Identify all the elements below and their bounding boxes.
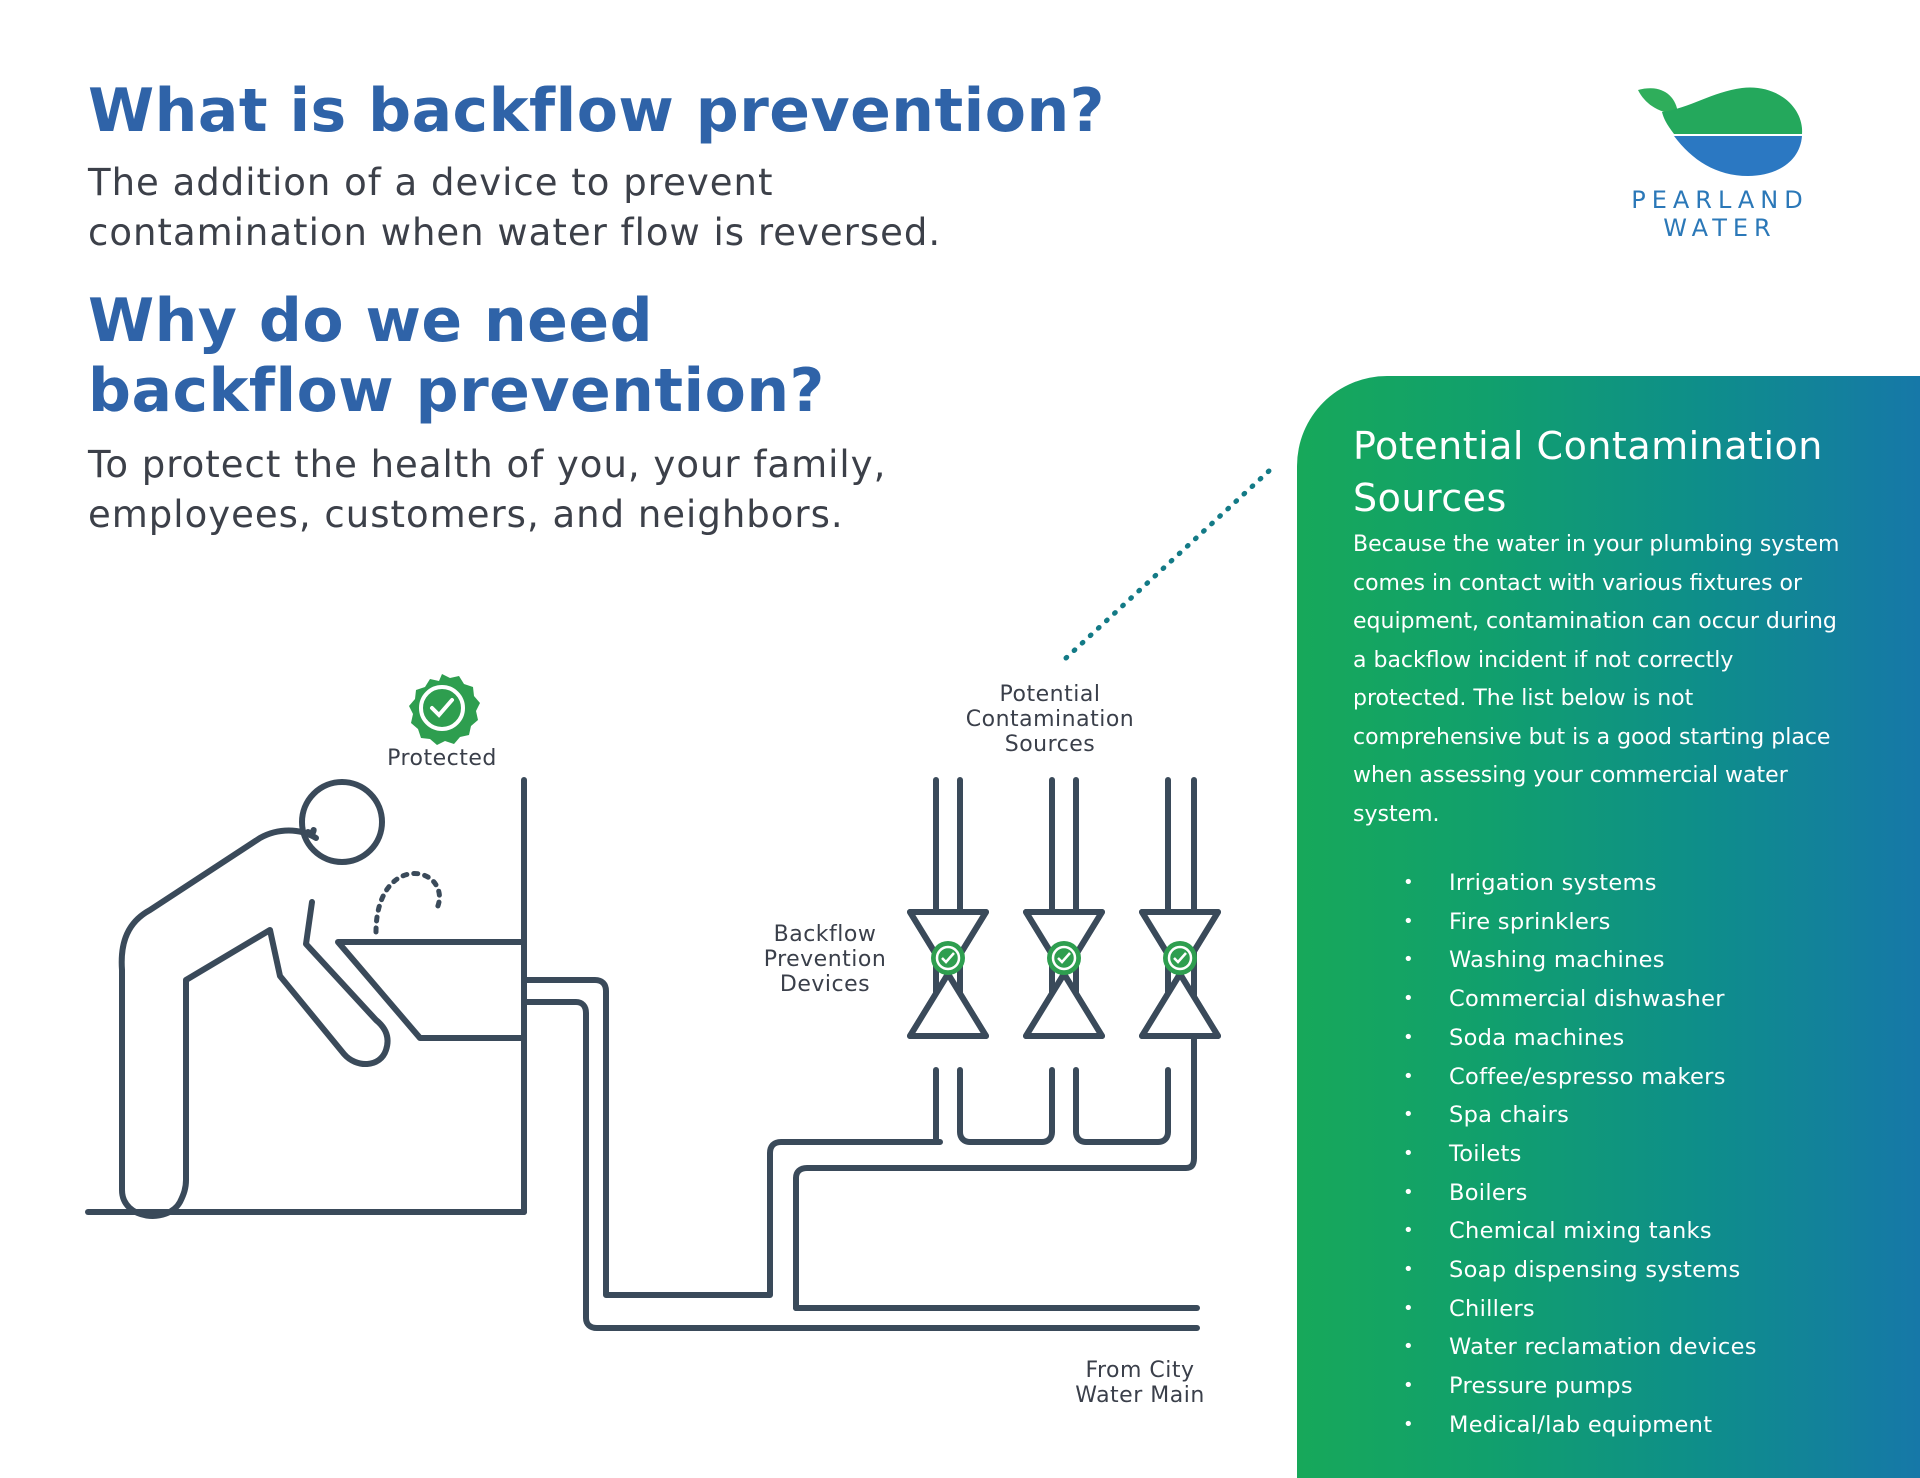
water-main-label-line-1: From City	[1085, 1358, 1195, 1383]
page-title: What is backflow prevention?	[88, 76, 1105, 146]
list-item-text: Irrigation systems	[1449, 870, 1657, 896]
water-main-label-line-2: Water Main	[1075, 1383, 1205, 1408]
bullet-icon: •	[1403, 1142, 1414, 1164]
sources-label-line-3: Sources	[1004, 732, 1096, 757]
pipe-outer	[521, 977, 943, 1298]
bullet-icon: •	[1403, 1336, 1414, 1358]
list-item: • Commercial dishwasher	[1353, 980, 1757, 1019]
list-item-text: Soap dispensing systems	[1449, 1257, 1741, 1284]
list-item-text: Fire sprinklers	[1449, 908, 1611, 935]
list-item: • Chillers	[1353, 1290, 1757, 1329]
list-item-text: Chillers	[1449, 1295, 1535, 1322]
section-title: Why do we need backflow prevention?	[88, 286, 825, 426]
person-head	[299, 779, 385, 865]
pearland-water-logo-icon	[1638, 87, 1803, 176]
callout-dotted-line	[1063, 467, 1273, 661]
list-item: • Washing machines	[1353, 941, 1757, 980]
bullet-icon: •	[1403, 1297, 1414, 1319]
devices-label-line-3: Devices	[779, 972, 871, 997]
list-item: • Spa chairs	[1353, 1096, 1757, 1135]
protected-label: Protected	[387, 746, 497, 771]
list-item-text: Soda machines	[1449, 1024, 1625, 1051]
devices-label: Backflow Prevention Devices	[740, 922, 910, 997]
bullet-icon: •	[1403, 1065, 1414, 1087]
list-item: • Coffee/espresso makers	[1353, 1058, 1757, 1097]
list-item-text: Pressure pumps	[1449, 1373, 1633, 1400]
list-item: • Chemical mixing tanks	[1353, 1212, 1757, 1251]
sources-label-line-1: Potential	[999, 682, 1101, 707]
list-item: • Water reclamation devices	[1353, 1328, 1757, 1367]
plumbing-illustration	[85, 467, 1273, 1331]
backflow-diagram: Protected Potential Contamination Source…	[80, 450, 1300, 1450]
logo-line-1: PEARLAND	[1631, 186, 1809, 214]
list-item-text: Boilers	[1449, 1179, 1528, 1206]
list-item: • Soap dispensing systems	[1353, 1251, 1757, 1290]
valve-check-icons	[931, 941, 1197, 975]
list-item-text: Medical/lab equipment	[1449, 1411, 1713, 1438]
devices-label-line-2: Prevention	[763, 947, 887, 972]
bullet-icon: •	[1403, 1220, 1414, 1242]
list-item: • Medical/lab equipment	[1353, 1406, 1757, 1445]
contamination-sources-panel: Potential Contamination Sources Because …	[1297, 376, 1920, 1478]
bullet-icon: •	[1403, 1026, 1414, 1048]
devices-label-line-1: Backflow	[773, 922, 877, 947]
list-item: • Pressure pumps	[1353, 1367, 1757, 1406]
bullet-icon: •	[1403, 1413, 1414, 1435]
bullet-icon: •	[1403, 1375, 1414, 1397]
protected-check-icon	[409, 674, 480, 745]
list-item: • Toilets	[1353, 1135, 1757, 1174]
reason-text: To protect the health of you, your famil…	[88, 443, 887, 536]
list-item: • Irrigation systems	[1353, 864, 1757, 903]
logo-line-2: WATER	[1663, 214, 1777, 242]
list-item-text: Commercial dishwasher	[1449, 986, 1725, 1013]
list-item-text: Washing machines	[1449, 947, 1665, 974]
bullet-icon: •	[1403, 988, 1414, 1010]
list-item-text: Water reclamation devices	[1449, 1334, 1757, 1361]
definition-text: The addition of a device to prevent cont…	[88, 161, 942, 254]
bullet-icon: •	[1403, 1104, 1414, 1126]
sources-label-line-2: Contamination	[965, 707, 1135, 732]
list-item-text: Coffee/espresso makers	[1449, 1063, 1726, 1090]
pipe-right-branch	[793, 777, 1197, 1311]
bullet-icon: •	[1403, 949, 1414, 971]
pipe-outer-2	[521, 999, 1200, 1331]
list-item: • Fire sprinklers	[1353, 903, 1757, 942]
list-item-text: Spa chairs	[1449, 1102, 1570, 1129]
sources-list: • Irrigation systems • Fire sprinklers • Wash…	[1353, 864, 1757, 1445]
panel-title: Potential Contamination Sources	[1353, 424, 1823, 520]
sources-label: Potential Contamination Sources	[940, 682, 1160, 757]
list-item: • Soda machines	[1353, 1019, 1757, 1058]
person-body	[118, 827, 391, 1219]
basin	[335, 939, 527, 1041]
faucet-arc	[373, 871, 442, 935]
water-main-label: From City Water Main	[1040, 1358, 1240, 1408]
list-item: • Boilers	[1353, 1174, 1757, 1213]
logo-text: PEARLAND WATER	[1620, 186, 1820, 242]
list-item-text: Toilets	[1449, 1140, 1522, 1167]
panel-body: Because the water in your plumbing syste…	[1353, 532, 1840, 827]
bullet-icon: •	[1403, 1181, 1414, 1203]
list-item-text: Chemical mixing tanks	[1449, 1218, 1712, 1245]
bullet-icon: •	[1403, 1259, 1414, 1281]
bullet-icon: •	[1403, 872, 1414, 893]
bullet-icon: •	[1403, 910, 1414, 932]
